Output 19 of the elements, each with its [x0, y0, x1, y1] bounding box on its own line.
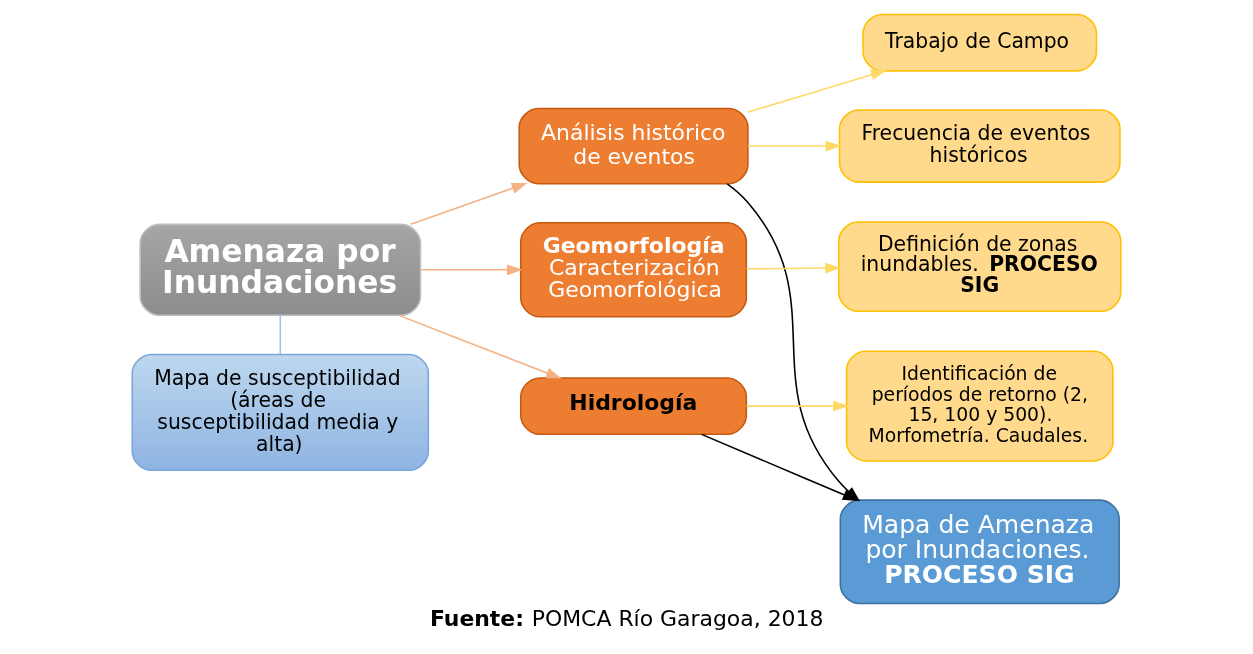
node-box: Análisis histórico de eventos — [518, 107, 749, 185]
node-box: Amenaza por Inundaciones — [139, 223, 422, 317]
arrow — [398, 314, 562, 379]
node-box: Mapa de Amenaza por Inundaciones. PROCESO SIG — [839, 499, 1120, 605]
node-box: Geomorfología Caracterización Geomorfológica — [519, 222, 748, 318]
node-box: Mapa de susceptibilidad (áreas de susceptibilidad media y alta) — [131, 353, 430, 472]
node-box: Frecuencia de eventos históricos — [838, 109, 1121, 183]
node-box: Identificación de períodos de retorno (2, 15, 100 y 500). Morfometría. Caudales. — [845, 350, 1114, 462]
node-box: Definición de zonas inundables. PROCESO SIG — [837, 221, 1122, 313]
arrow — [409, 183, 528, 226]
arrow — [745, 400, 849, 412]
arrow — [747, 69, 887, 113]
caption: Fuente: POMCA Río Garagoa, 2018 — [429, 605, 824, 631]
arrow — [747, 140, 842, 152]
arrow — [745, 262, 841, 274]
node-box: Hidrología — [519, 377, 748, 436]
arrow — [419, 264, 523, 276]
node-box: Trabajo de Campo — [862, 13, 1098, 72]
connector — [279, 315, 282, 355]
